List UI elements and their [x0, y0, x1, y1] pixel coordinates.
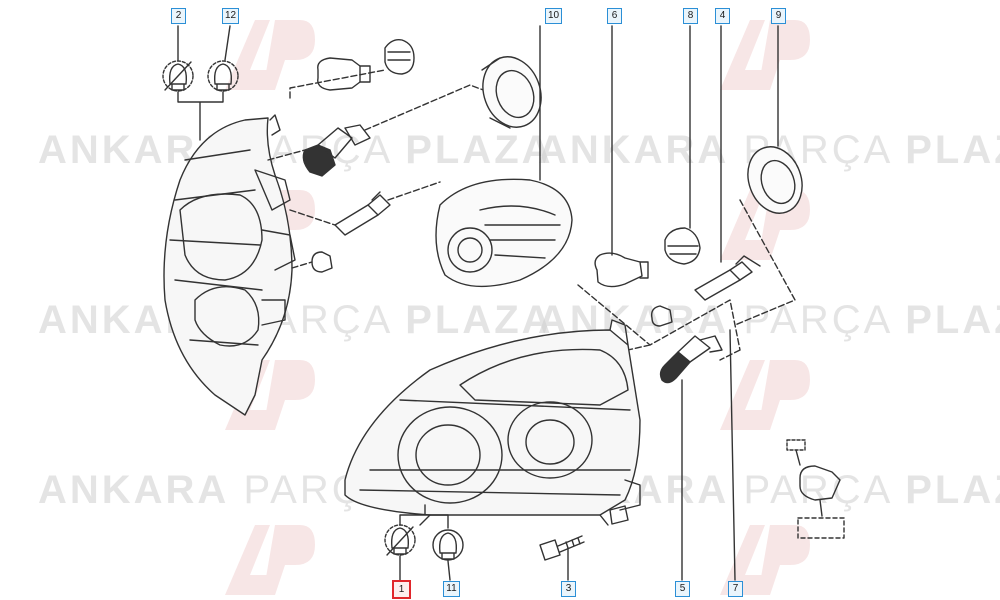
- leader-1-11-bottom: [399, 555, 451, 581]
- leader-2-12-top: [177, 25, 231, 61]
- callout-3: 3: [561, 581, 576, 597]
- ap-logo-7: [225, 525, 315, 595]
- bulb-icon-12: [207, 60, 239, 92]
- callout-4: 4: [715, 8, 730, 24]
- bulb-6: [594, 252, 649, 288]
- leader-1-11: [399, 504, 449, 529]
- callout-8: 8: [683, 8, 698, 24]
- ap-logo-1: [225, 20, 315, 90]
- left-headlight-housing: [163, 114, 296, 416]
- bulb-holder-top: [384, 38, 415, 75]
- dash-line-h7: [267, 84, 516, 161]
- small-bulb-left: [311, 251, 333, 273]
- callout-5: 5: [675, 581, 690, 597]
- callout-12: 12: [222, 8, 239, 24]
- main-headlight-housing: [344, 319, 641, 526]
- h7-bulb-5: [659, 335, 723, 384]
- dash-line-small: [291, 261, 313, 269]
- ap-logo-8: [720, 525, 810, 595]
- h7-bulb-left: [302, 124, 371, 177]
- callout-1: 1: [392, 580, 411, 599]
- screw-3: [539, 535, 585, 561]
- dash-lines-right-2: [734, 199, 796, 326]
- bulb-icon-1: [384, 524, 416, 556]
- detached-bulb-right: [786, 439, 845, 539]
- reflector-module: [435, 178, 573, 288]
- callout-10: 10: [545, 8, 562, 24]
- mount-clip: [609, 505, 629, 525]
- rubber-cap-9: [747, 146, 803, 214]
- dash-line-top: [289, 69, 386, 99]
- bulb-holder-8: [664, 227, 701, 265]
- bulb-icon-2: [162, 60, 194, 92]
- h1-bulb-4: [694, 255, 761, 301]
- callout-9: 9: [771, 8, 786, 24]
- leader-7: [729, 329, 736, 581]
- bulb-icon-11: [432, 529, 464, 561]
- ap-logo-2: [720, 20, 810, 90]
- callout-7: 7: [728, 581, 743, 597]
- ap-logo-6: [720, 360, 810, 430]
- h1-bulb-left: [334, 191, 391, 236]
- callout-6: 6: [607, 8, 622, 24]
- dash-line-h1: [289, 181, 441, 226]
- leader-2-12: [177, 91, 224, 141]
- callout-11: 11: [443, 581, 460, 597]
- callout-2: 2: [171, 8, 186, 24]
- rubber-cap-10: [481, 56, 542, 129]
- small-bulb-center: [650, 305, 673, 327]
